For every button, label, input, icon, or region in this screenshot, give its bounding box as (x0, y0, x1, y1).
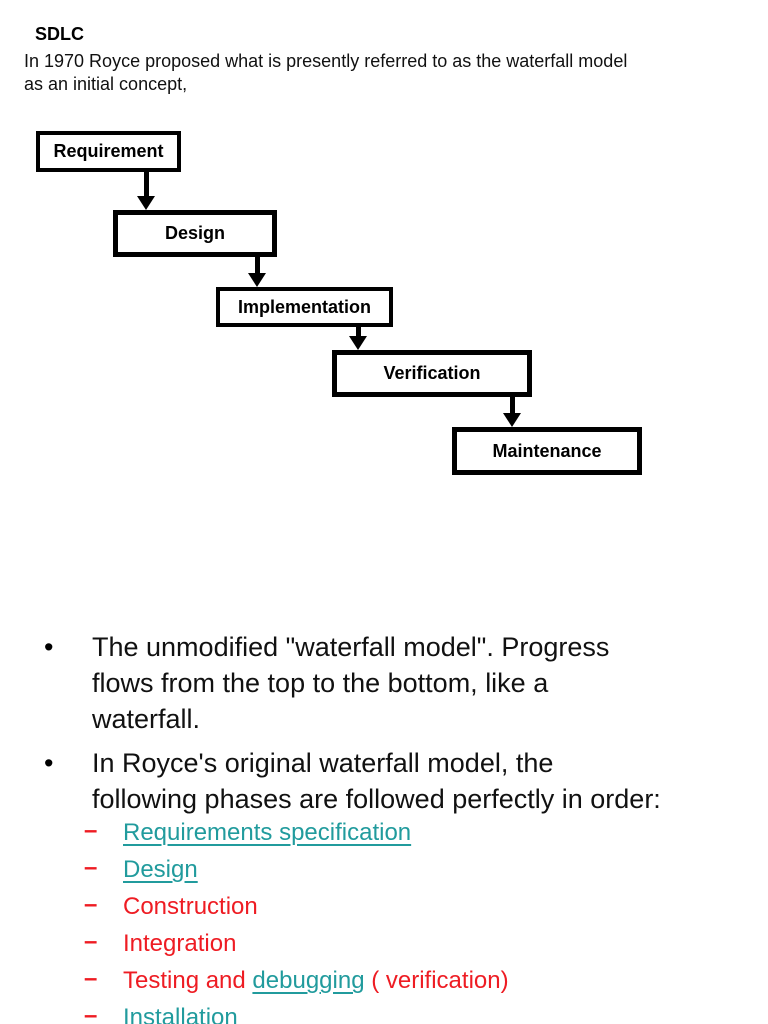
arrow-head (137, 196, 155, 210)
phase-box-label: Maintenance (492, 440, 602, 461)
bullet-marker: • (44, 748, 54, 778)
arrow-head (349, 336, 367, 350)
bullet-line: following phases are followed perfectly … (92, 784, 661, 814)
dash-marker: – (84, 891, 98, 918)
down-arrow-icon (349, 327, 367, 350)
phase-text-testing: Testing and (123, 967, 253, 994)
phase-text-installation: Installation (123, 1004, 238, 1024)
arrow-head (248, 273, 266, 287)
phase-box-implementation: Implementation (216, 287, 393, 327)
list-item: – Testing and debugging ( verification) (0, 965, 768, 994)
page-title: SDLC (35, 24, 84, 44)
down-arrow-icon (137, 172, 155, 210)
phase-box-label: Verification (383, 363, 481, 383)
phase-link-debugging[interactable]: debugging (252, 967, 365, 994)
phase-box-design: Design (113, 210, 277, 257)
phase-box-label: Implementation (237, 296, 371, 317)
bullet-marker: • (44, 632, 54, 662)
bullet-text: The unmodified "waterfall model". Progre… (92, 629, 768, 737)
list-item: – Design (0, 854, 768, 883)
phase-box-requirement: Requirement (36, 131, 181, 172)
dash-marker: – (84, 854, 98, 881)
bullet-item: • In Royce's original waterfall model, t… (0, 745, 768, 817)
phase-box-label: Design (164, 223, 225, 243)
dash-marker: – (84, 817, 98, 844)
phase-link-requirements-specification[interactable]: Requirements specification (123, 819, 412, 846)
arrow-stem (254, 257, 260, 273)
down-arrow-icon (503, 397, 521, 427)
phase-list: – Requirements specification – Design – … (0, 817, 768, 1024)
phase-text-verification-note: ( verification) (364, 967, 509, 994)
arrow-stem (509, 397, 515, 413)
list-item: – Requirements specification (0, 817, 768, 846)
bullet-line: In Royce's original waterfall model, the (92, 748, 554, 778)
dash-marker: – (84, 965, 98, 992)
intro-line: as an initial concept, (24, 74, 188, 94)
phase-box-verification: Verification (332, 350, 532, 397)
phase-text-integration: Integration (123, 930, 237, 957)
bullet-line: flows from the top to the bottom, like a (92, 668, 549, 698)
intro-line: In 1970 Royce proposed what is presently… (24, 51, 628, 71)
dash-marker: – (84, 928, 98, 955)
bullet-item: • The unmodified "waterfall model". Prog… (0, 629, 768, 737)
list-item: – Installation (0, 1002, 768, 1024)
phase-text-construction: Construction (123, 893, 258, 920)
phase-box-maintenance: Maintenance (452, 427, 642, 475)
list-item: – Integration (0, 928, 768, 957)
bullet-line: waterfall. (92, 704, 201, 734)
down-arrow-icon (248, 257, 266, 287)
intro-text: In 1970 Royce proposed what is presently… (24, 50, 627, 96)
bullet-line: The unmodified "waterfall model". Progre… (92, 632, 610, 662)
bullet-list: • The unmodified "waterfall model". Prog… (0, 629, 768, 825)
dash-marker: – (84, 1002, 98, 1024)
arrow-stem (355, 327, 361, 336)
arrow-head (503, 413, 521, 427)
phase-box-label: Requirement (53, 141, 164, 161)
bullet-text: In Royce's original waterfall model, the… (92, 745, 768, 817)
list-item: – Construction (0, 891, 768, 920)
phase-link-design[interactable]: Design (123, 856, 198, 883)
arrow-stem (143, 172, 149, 196)
